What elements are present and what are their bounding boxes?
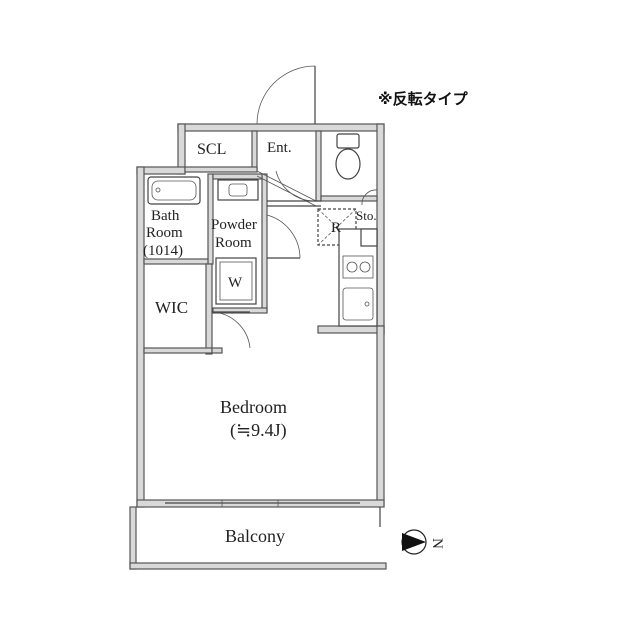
bath-label-line2: Room [146, 225, 183, 241]
bedroom-label-line2: (≒9.4J) [230, 420, 287, 441]
interior-walls [143, 130, 378, 355]
entrance-label: Ent. [267, 140, 292, 156]
bath-label-line1: Bath [151, 208, 180, 224]
toilet-icon [335, 133, 361, 180]
balcony [129, 506, 387, 570]
wic-door [211, 311, 251, 349]
entrance-door [256, 65, 316, 125]
storage-door [361, 189, 378, 206]
washbasin [217, 179, 259, 201]
powder-label-line2: Room [215, 235, 252, 251]
balcony-label: Balcony [225, 526, 285, 546]
kitchen-counter [338, 228, 378, 327]
compass-north-label: N [429, 538, 445, 549]
bath-label-line3: (1014) [143, 243, 183, 259]
powder-door [266, 214, 301, 259]
powder-label-line1: Powder [211, 217, 257, 233]
compass-north-icon: N [401, 529, 445, 555]
bathtub [147, 176, 201, 205]
refrigerator-label: R [331, 220, 341, 236]
bedroom-label-line1: Bedroom [220, 397, 287, 417]
storage-label: Sto. [356, 208, 377, 223]
toilet-door [275, 170, 317, 202]
wic-label: WIC [155, 298, 188, 317]
floor-plan-note: ※反転タイプ [378, 90, 469, 108]
bedroom-window [165, 500, 360, 507]
scl-label: SCL [197, 141, 226, 158]
washer-label: W [228, 275, 243, 291]
entrance-step [256, 170, 321, 207]
washer-pan [215, 257, 257, 305]
